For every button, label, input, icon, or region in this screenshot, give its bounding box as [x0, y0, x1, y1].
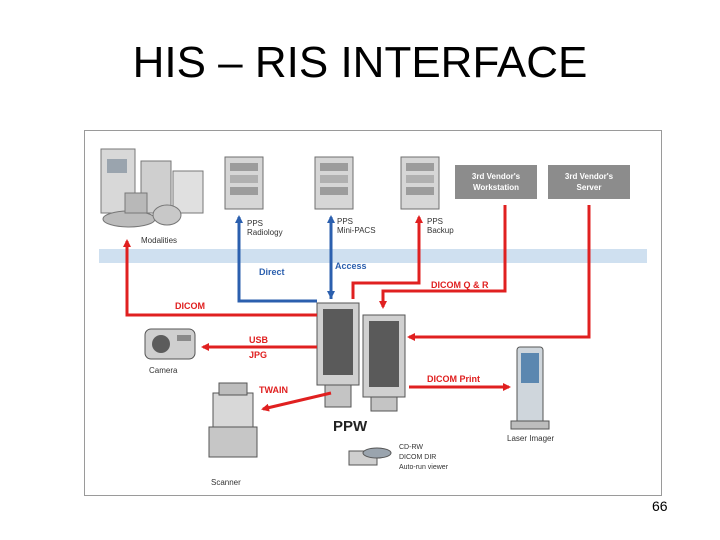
cd-drive-icon: [348, 447, 392, 466]
modalities-label: Modalities: [141, 236, 177, 245]
server-link-arrow: [407, 205, 591, 341]
twain-link-arrow: [261, 391, 332, 412]
scanner-label: Scanner: [211, 478, 241, 487]
pps-radiology-line-1: PPS: [247, 219, 263, 228]
ppw-monitors-icon: [316, 302, 406, 412]
ppw-label: PPW: [333, 418, 368, 435]
pps-minipacs-line-1: PPS: [337, 217, 353, 226]
twain-label: TWAIN: [259, 385, 288, 395]
media-cdrw: CD-RW: [399, 444, 423, 451]
vendor-workstation-line-2: Workstation: [473, 183, 519, 192]
vendor-workstation-box: [455, 165, 537, 199]
laser-imager-label: Laser Imager: [507, 434, 554, 443]
pps-radiology-line-2: Radiology: [247, 228, 283, 237]
media-autorun: Auto-run viewer: [399, 464, 449, 471]
dicom-qr-link-arrow: [351, 215, 423, 299]
access-label: Access: [335, 261, 367, 271]
vendor-workstation-line-1: 3rd Vendor's: [472, 172, 521, 181]
camera-label: Camera: [149, 366, 178, 375]
pps-minipacs-line-2: Mini-PACS: [337, 226, 376, 235]
network-diagram: Modalities PPS Radiology PPS Mini-PACS P…: [84, 130, 662, 496]
pps-backup-line-2: Backup: [427, 226, 454, 235]
modalities-icon: [100, 148, 204, 228]
camera-icon: [144, 328, 196, 360]
slide-title: HIS – RIS INTERFACE: [132, 38, 588, 87]
pps-radiology-server-icon: [224, 156, 264, 210]
pps-backup-server-icon: [400, 156, 440, 210]
media-dicom-dir: DICOM DIR: [399, 454, 436, 461]
vendor-server-box: [548, 165, 630, 199]
vendor-server-line-1: 3rd Vendor's: [565, 172, 614, 181]
dicom-qr-label: DICOM Q & R: [431, 280, 489, 290]
vendor-server-line-2: Server: [577, 183, 602, 192]
pps-backup-line-1: PPS: [427, 217, 443, 226]
workstation-link-arrow: [379, 205, 507, 309]
usb-label: USB: [249, 335, 269, 345]
direct-label: Direct: [259, 267, 285, 277]
scanner-icon: [208, 382, 258, 458]
laser-imager-icon: [510, 346, 550, 430]
dicom-link-arrow: [123, 239, 317, 317]
dicom-print-label: DICOM Print: [427, 374, 480, 384]
dicom-label: DICOM: [175, 301, 205, 311]
pps-minipacs-server-icon: [314, 156, 354, 210]
network-bus: [99, 249, 647, 263]
diagram-svg: Modalities PPS Radiology PPS Mini-PACS P…: [99, 148, 647, 487]
slide-number: 66: [652, 498, 668, 514]
jpg-label: JPG: [249, 350, 267, 360]
direct-link-arrow: [235, 215, 317, 303]
